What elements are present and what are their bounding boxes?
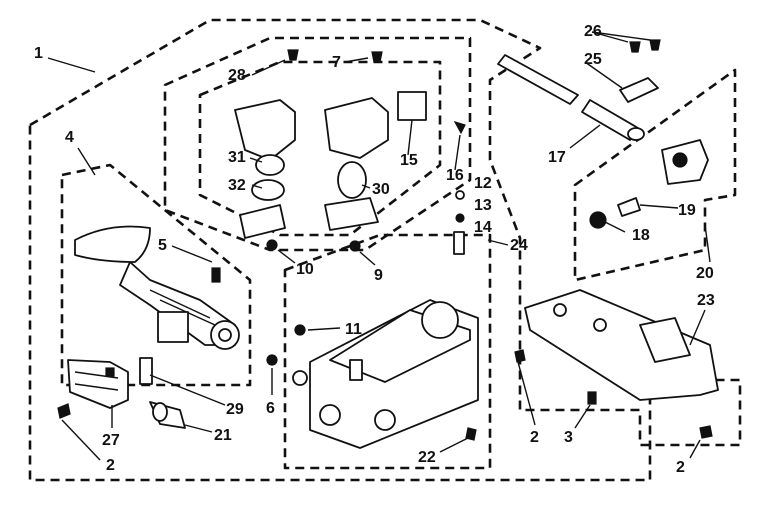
callout-4: 4 xyxy=(65,129,74,146)
callout-26: 26 xyxy=(584,23,602,40)
callout-17: 17 xyxy=(548,149,566,166)
outline-burner-group xyxy=(60,163,252,387)
regulator-parts xyxy=(589,139,709,229)
igniter-bracket-right xyxy=(324,91,427,231)
callout-3: 3 xyxy=(564,429,573,446)
burner-tube xyxy=(74,225,240,350)
callout-23: 23 xyxy=(697,292,715,309)
outline-igniter-inner xyxy=(198,60,442,237)
callout-19: 19 xyxy=(678,202,696,219)
callout-31: 31 xyxy=(228,149,246,166)
outline-regulator-group xyxy=(573,68,737,282)
callout-9: 9 xyxy=(374,267,383,284)
callout-25: 25 xyxy=(584,51,602,68)
callout-24: 24 xyxy=(510,237,528,254)
callout-21: 21 xyxy=(214,427,232,444)
outline-valve-group xyxy=(283,233,492,470)
callout-20: 20 xyxy=(696,265,714,282)
screw-icons xyxy=(57,39,713,441)
outline-igniter-outer xyxy=(163,36,472,252)
callout-10: 10 xyxy=(296,261,314,278)
gasket-part-29 xyxy=(139,357,153,385)
callout-22: 22 xyxy=(418,449,436,466)
mounting-plate-part-23 xyxy=(524,289,719,401)
callout-14: 14 xyxy=(474,219,492,236)
washer-part-9 xyxy=(349,240,361,252)
spud-part-21 xyxy=(149,401,186,429)
callout-2-left: 2 xyxy=(106,457,115,474)
callout-28: 28 xyxy=(228,67,246,84)
igniter-bracket-left xyxy=(234,99,296,239)
callout-1: 1 xyxy=(34,45,43,62)
callout-18: 18 xyxy=(632,227,650,244)
bracket-part-27 xyxy=(67,359,129,409)
leader-lines xyxy=(47,31,711,461)
callout-30: 30 xyxy=(372,181,390,198)
bracket-part-25 xyxy=(619,77,659,103)
callout-12: 12 xyxy=(474,175,492,192)
callout-27: 27 xyxy=(102,432,120,449)
callout-16: 16 xyxy=(446,167,464,184)
callout-32: 32 xyxy=(228,177,246,194)
callout-5: 5 xyxy=(158,237,167,254)
callout-labels: 1 4 5 7 28 31 32 15 30 16 12 13 14 24 10… xyxy=(34,23,715,476)
seals-12-13-14 xyxy=(453,190,465,255)
callout-11: 11 xyxy=(345,321,362,338)
callout-7: 7 xyxy=(332,54,341,71)
callout-2-right: 2 xyxy=(676,459,685,476)
gas-valve-body xyxy=(292,299,479,449)
tubing-part-17 xyxy=(497,54,645,141)
callout-13: 13 xyxy=(474,197,492,214)
callout-15: 15 xyxy=(400,152,418,169)
callout-29: 29 xyxy=(226,401,244,418)
outline-main-assembly xyxy=(28,18,742,482)
callout-2-center: 2 xyxy=(530,429,539,446)
washer-part-10 xyxy=(266,239,278,251)
callout-6: 6 xyxy=(266,400,275,417)
